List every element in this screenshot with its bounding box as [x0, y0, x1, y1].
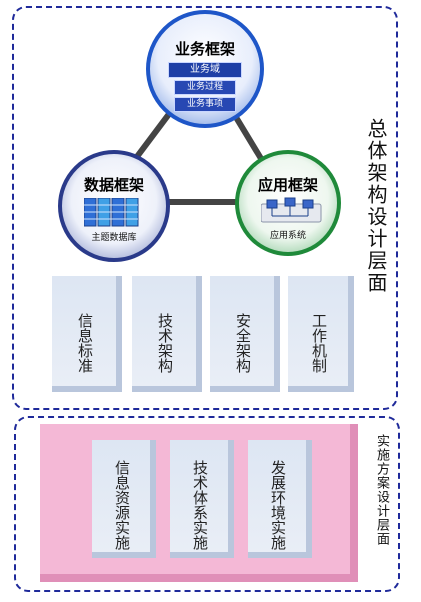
- overall-architecture-label: 总体架构设计层面: [364, 118, 388, 294]
- pillar-information-resource-implementation-label: 信息资源实施: [113, 460, 131, 550]
- pillar-working-mechanism-label: 工作机制: [310, 313, 328, 373]
- application-framework-circle: 应用框架 应用系统: [235, 150, 341, 256]
- network-system-icon: [261, 197, 322, 223]
- data-framework-caption: 主题数据库: [91, 233, 137, 243]
- overall-architecture-frame: [12, 6, 398, 410]
- pillar-information-standard-label: 信息标准: [76, 313, 94, 373]
- pillar-working-mechanism: 工作机制: [288, 276, 354, 392]
- pillar-technical-system-implementation: 技术体系实施: [170, 440, 234, 558]
- application-framework-title: 应用框架: [257, 176, 318, 194]
- business-items-stack: 业务域 业务过程 业务事项: [168, 62, 242, 112]
- pillar-technical-system-implementation-label: 技术体系实施: [191, 460, 209, 550]
- business-item-matter: 业务事项: [174, 97, 236, 112]
- business-item-domain: 业务域: [168, 62, 242, 78]
- application-framework-caption: 应用系统: [269, 231, 306, 241]
- data-framework-title: 数据框架: [83, 176, 144, 194]
- pillar-security-architecture-label: 安全架构: [234, 313, 252, 373]
- pillar-development-environment-implementation: 发展环境实施: [248, 440, 312, 558]
- implementation-plan-frame: [14, 416, 400, 592]
- data-framework-circle: 数据框架 主题数据库: [58, 150, 170, 262]
- pillar-information-resource-implementation: 信息资源实施: [92, 440, 156, 558]
- business-item-process: 业务过程: [174, 80, 236, 95]
- business-framework-title: 业务框架: [174, 40, 235, 58]
- pillar-development-environment-implementation-label: 发展环境实施: [269, 460, 287, 550]
- business-framework-circle: 业务框架 业务域 业务过程 业务事项: [146, 10, 264, 128]
- pillar-security-architecture: 安全架构: [210, 276, 280, 392]
- pillar-technical-architecture: 技术架构: [132, 276, 202, 392]
- pillar-technical-architecture-label: 技术架构: [156, 313, 174, 373]
- pillar-information-standard: 信息标准: [52, 276, 122, 392]
- implementation-plan-label: 实施方案设计层面: [374, 434, 389, 546]
- database-icon: [84, 198, 139, 227]
